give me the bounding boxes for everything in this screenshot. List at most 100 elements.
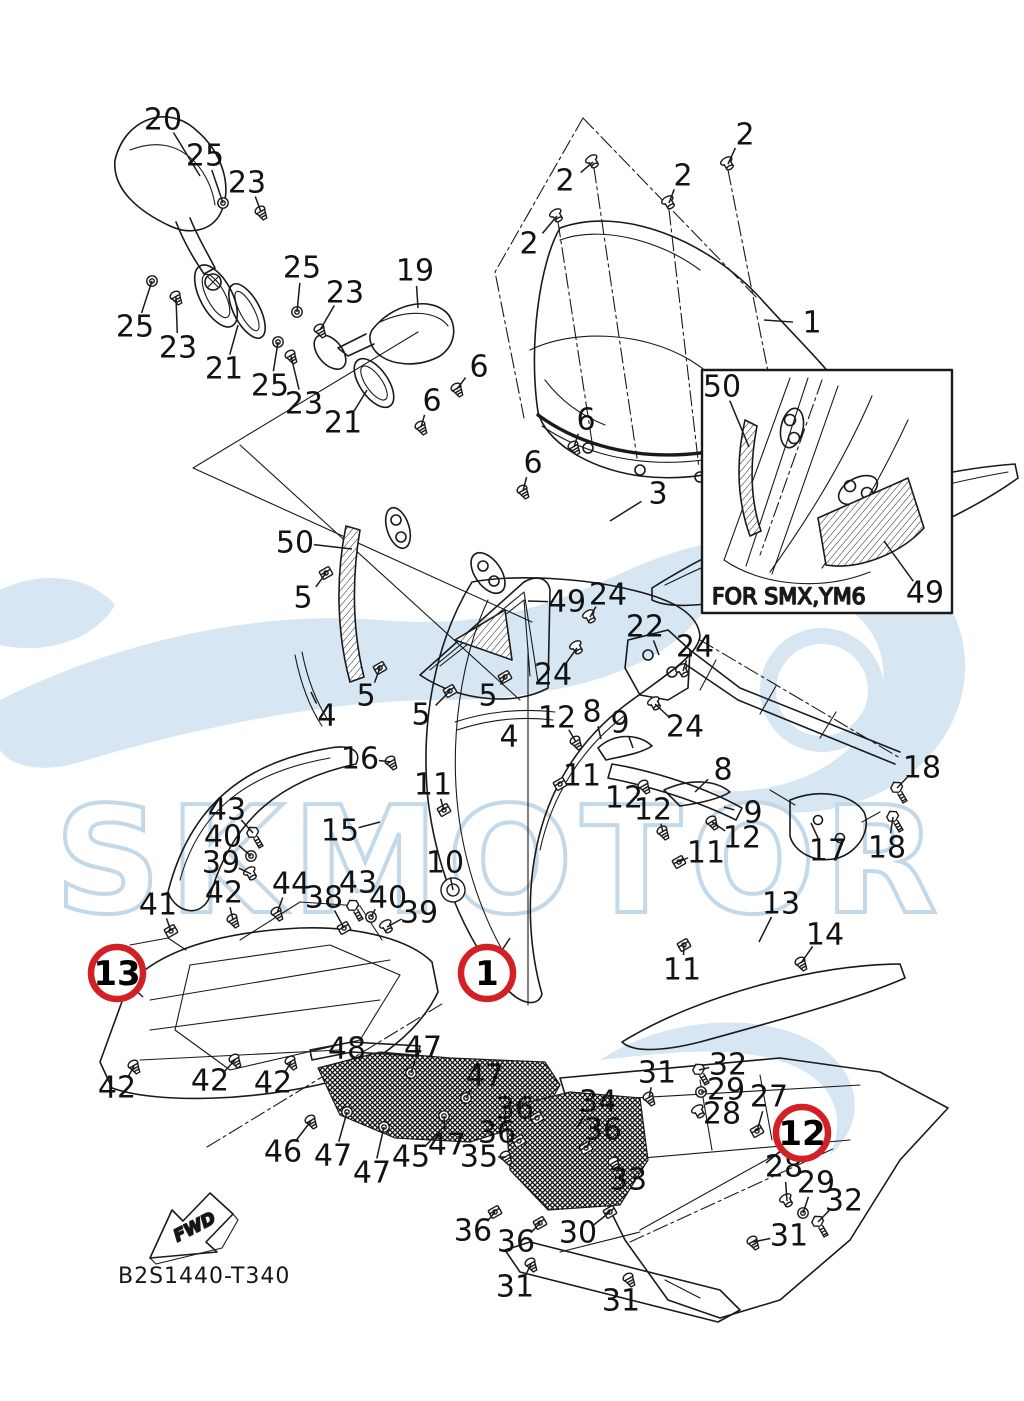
leader-line: [668, 189, 675, 204]
leader-line: [315, 572, 327, 588]
figure-code: B2S1440-T340: [118, 1264, 290, 1289]
leader-line: [376, 1126, 385, 1159]
leader-line: [694, 778, 709, 793]
callout-20: 20: [144, 103, 182, 138]
leader-line: [378, 759, 392, 763]
screw-glyph: [792, 954, 811, 974]
callout-5: 5: [478, 679, 497, 714]
leader-line: [296, 282, 301, 313]
callout-31: 31: [770, 1219, 808, 1254]
leader-line: [568, 729, 577, 743]
callout-34: 34: [579, 1085, 617, 1120]
callout-42: 42: [191, 1064, 229, 1099]
lower-trim-13: [621, 963, 906, 1051]
screw-glyph: [311, 321, 330, 341]
inset-caption: FOR SMX,YM6: [712, 585, 866, 610]
highlight-circle-12: [772, 1103, 832, 1163]
callout-47: 47: [466, 1059, 504, 1094]
screw-glyph: [382, 753, 401, 773]
callout-6: 6: [469, 350, 488, 385]
leader-line: [310, 691, 318, 704]
leader-line: [580, 161, 594, 174]
callout-4: 4: [499, 720, 518, 755]
callout-42: 42: [254, 1066, 292, 1101]
callout-21: 21: [205, 352, 243, 387]
leader-line: [276, 897, 284, 914]
leader-line: [410, 1061, 416, 1074]
callout-11: 11: [414, 768, 452, 803]
leader-line: [530, 1222, 541, 1234]
left-mirror: [114, 116, 266, 339]
callout-33: 33: [609, 1163, 647, 1198]
circled-callout-12: 12: [778, 1114, 825, 1154]
grommet-glyph: [547, 206, 566, 225]
leader-line: [678, 857, 689, 863]
screw-glyph: [567, 733, 586, 753]
right-mirror: [313, 303, 455, 409]
callout-10: 10: [426, 846, 464, 881]
leader-line: [229, 907, 234, 921]
callout-3: 3: [648, 477, 667, 512]
callout-18: 18: [903, 751, 941, 786]
leader-line: [500, 676, 506, 686]
front-cowl: [294, 506, 701, 1004]
callout-49: 49: [906, 576, 944, 611]
leader-line: [238, 867, 252, 875]
callout-23: 23: [326, 276, 364, 311]
leader-line: [565, 647, 578, 665]
callout-16: 16: [341, 742, 379, 777]
leader-line: [172, 132, 201, 177]
callout-15: 15: [321, 814, 359, 849]
callout-22: 22: [626, 610, 664, 645]
callout-6: 6: [523, 446, 542, 481]
leader-line: [573, 433, 579, 448]
leader-line: [333, 910, 345, 929]
leader-line: [295, 1120, 312, 1142]
screw-glyph: [252, 203, 271, 223]
callout-31: 31: [602, 1284, 640, 1319]
callout-5: 5: [293, 581, 312, 616]
callout-25: 25: [283, 251, 321, 286]
leader-line: [211, 169, 224, 204]
leader-line: [711, 821, 726, 832]
callout-30: 30: [559, 1216, 597, 1251]
callout-40: 40: [204, 820, 242, 855]
leader-line: [802, 1196, 810, 1214]
callout-2: 2: [519, 227, 538, 262]
leader-line: [723, 806, 735, 811]
callout-32: 32: [825, 1184, 863, 1219]
callout-14: 14: [806, 918, 844, 953]
leader-line: [140, 280, 153, 314]
leader-line: [386, 918, 402, 928]
callout-44: 44: [272, 867, 310, 902]
leader-line: [648, 1087, 652, 1099]
callout-36: 36: [496, 1092, 534, 1127]
callout-42: 42: [205, 876, 243, 911]
callout-11: 11: [687, 836, 725, 871]
leader-line: [597, 726, 602, 740]
leader-line: [575, 1113, 587, 1130]
callout-23: 23: [159, 331, 197, 366]
callout-48: 48: [328, 1032, 366, 1067]
leader-line: [338, 1111, 348, 1142]
strip-48: [309, 1041, 421, 1061]
callout-50: 50: [276, 526, 314, 561]
callout-8: 8: [582, 695, 601, 730]
leader-line: [319, 305, 336, 331]
leader-line: [896, 776, 908, 789]
leader-line: [758, 916, 773, 943]
callout-47: 47: [314, 1139, 352, 1174]
callout-17: 17: [809, 834, 847, 869]
leader-line: [682, 660, 688, 672]
screw-glyph: [565, 438, 584, 458]
highlight-circle-1: [457, 943, 517, 1003]
callout-47: 47: [404, 1031, 442, 1066]
circled-callout-13: 13: [93, 954, 140, 994]
leader-line: [522, 476, 528, 492]
leader-line: [784, 1181, 788, 1202]
inner-panel-15-16: [167, 746, 359, 912]
leader-line: [229, 324, 239, 355]
callout-18: 18: [868, 831, 906, 866]
